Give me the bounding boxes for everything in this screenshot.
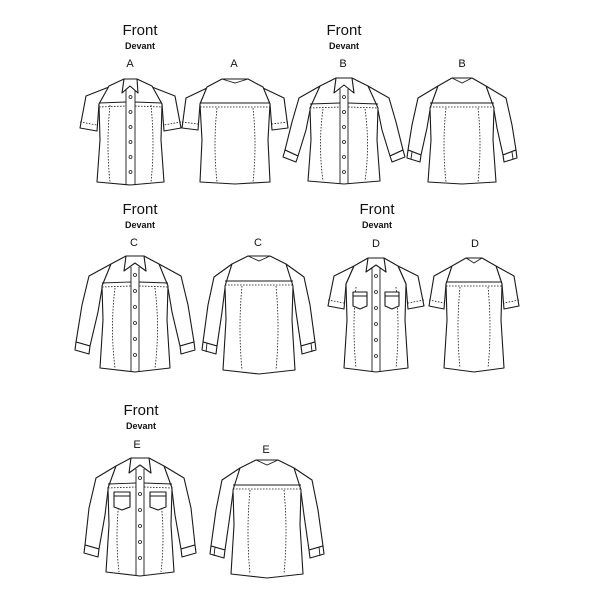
devant-heading-e: Devant [125,421,156,431]
view-letter-a-front: A [126,58,134,70]
view-letter-c-front: C [130,237,138,249]
view-letter-c-back: C [254,237,262,249]
shirt-c-back [201,255,317,375]
front-heading-a: Front [122,22,158,39]
shirt-a-front [79,78,182,186]
shirt-b-front [282,77,406,185]
view-letter-b-back: B [458,58,466,70]
shirt-c-front [74,255,196,373]
devant-heading-b: Devant [328,41,359,51]
front-heading-b: Front [326,22,362,39]
view-letter-d-front: D [372,238,380,250]
front-heading-d: Front [359,201,395,218]
shirt-a-back [181,78,289,185]
view-letter-e-back: E [262,444,270,456]
devant-heading-d: Devant [361,220,392,230]
view-letter-e-front: E [133,439,141,451]
shirt-b-back [406,77,518,185]
view-letter-d-back: D [471,238,479,250]
front-heading-e: Front [123,402,159,419]
view-letter-b-front: B [339,58,347,70]
shirt-d-back [428,257,520,373]
shirt-d-front [327,257,425,373]
view-letter-a-back: A [230,58,238,70]
devant-heading-c: Devant [124,220,155,230]
shirt-e-back [209,459,325,579]
front-heading-c: Front [122,201,158,218]
shirt-e-front [83,457,197,577]
devant-heading-a: Devant [124,41,155,51]
